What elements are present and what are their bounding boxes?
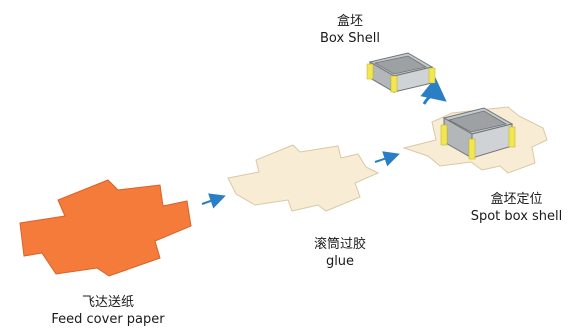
process-arrow-2 [374,151,400,167]
spot-box-shell-label-zh: 盒坯定位 [490,192,543,207]
feed-cover-paper-label-zh: 飞达送纸 [81,295,134,310]
box-shell-inner [373,55,428,75]
glued-paper-sheet [227,144,380,212]
placed-box-inner [447,110,508,133]
box-shell-corner-right [428,67,436,84]
box-shell-label-zh: 盒坯 [336,14,363,29]
placement-arrow [420,77,447,105]
glue-label-zh: 滚筒过胶 [313,237,366,252]
feed-cover-paper-label: 飞达送纸 Feed cover paper [18,294,198,328]
placed-box-corner-right [508,126,516,148]
placed-box-corner-left [440,124,448,146]
cover-paper-sheet [19,179,192,277]
box-shell-corner-left [366,63,374,80]
spot-box-shell-label: 盒坯定位 Spot box shell [452,191,581,225]
spot-box-shell-label-en: Spot box shell [470,209,563,224]
box-shell-corner-mid [390,75,398,93]
box-shell-label-en: Box Shell [319,31,380,46]
placed-box-corner-mid [468,138,476,160]
glue-label-en: glue [325,254,355,269]
box-shell-label: 盒坯 Box Shell [300,13,400,47]
box-shell [366,52,436,93]
feed-cover-paper-label-en: Feed cover paper [51,312,165,327]
process-arrow-1 [201,193,226,209]
spot-box-assembly [402,106,548,174]
glue-label: 滚筒过胶 glue [290,236,390,270]
